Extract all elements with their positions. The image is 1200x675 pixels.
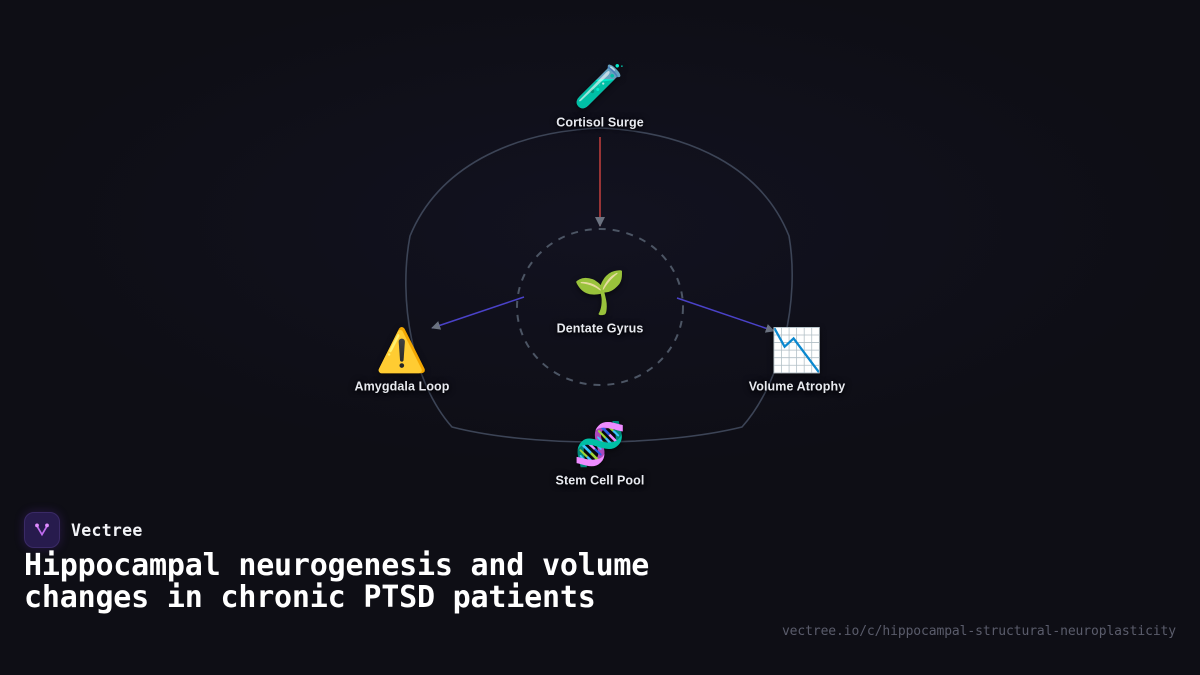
- chart-decreasing-icon: 📉: [770, 326, 824, 374]
- graph-node-volume-atrophy[interactable]: 📉 Volume Atrophy: [712, 327, 882, 394]
- source-url: vectree.io/c/hippocampal-structural-neur…: [781, 624, 1176, 639]
- graph-canvas[interactable]: 🧪 Cortisol Surge 🌱 Dentate Gyrus ⚠️ Amyg…: [0, 0, 1200, 500]
- graph-node-label: Amygdala Loop: [354, 379, 450, 394]
- brand-row: Vectree: [24, 512, 143, 548]
- edge-dentate-to-volume[interactable]: [676, 297, 775, 333]
- graph-node-label: Dentate Gyrus: [556, 321, 644, 336]
- graph-node-label: Stem Cell Pool: [555, 473, 645, 488]
- dna-helix-icon: 🧬: [573, 420, 627, 468]
- graph-node-cortisol-surge[interactable]: 🧪 Cortisol Surge: [515, 63, 685, 130]
- test-tube-icon: 🧪: [573, 62, 627, 110]
- footer-panel: Vectree Hippocampal neurogenesis and vol…: [0, 500, 1200, 675]
- edge-dentate-to-amygdala[interactable]: [431, 296, 525, 330]
- graph-node-label: Cortisol Surge: [556, 115, 644, 130]
- outer-cluster-hull: [405, 127, 793, 443]
- page-title: Hippocampal neurogenesis and volume chan…: [24, 548, 650, 615]
- graph-node-stem-cell-pool[interactable]: 🧬 Stem Cell Pool: [515, 421, 685, 488]
- graph-node-amygdala-loop[interactable]: ⚠️ Amygdala Loop: [317, 327, 487, 394]
- seedling-icon: 🌱: [573, 268, 627, 316]
- graph-node-label: Volume Atrophy: [748, 379, 846, 394]
- graph-node-dentate-gyrus[interactable]: 🌱 Dentate Gyrus: [515, 269, 685, 336]
- brand-name: Vectree: [71, 520, 143, 540]
- graph-edges-layer: [405, 127, 793, 443]
- dentate-gyrus-cluster-ring: [516, 228, 684, 386]
- warning-triangle-icon: ⚠️: [375, 326, 429, 374]
- vectree-branch-logo-icon: [24, 512, 60, 548]
